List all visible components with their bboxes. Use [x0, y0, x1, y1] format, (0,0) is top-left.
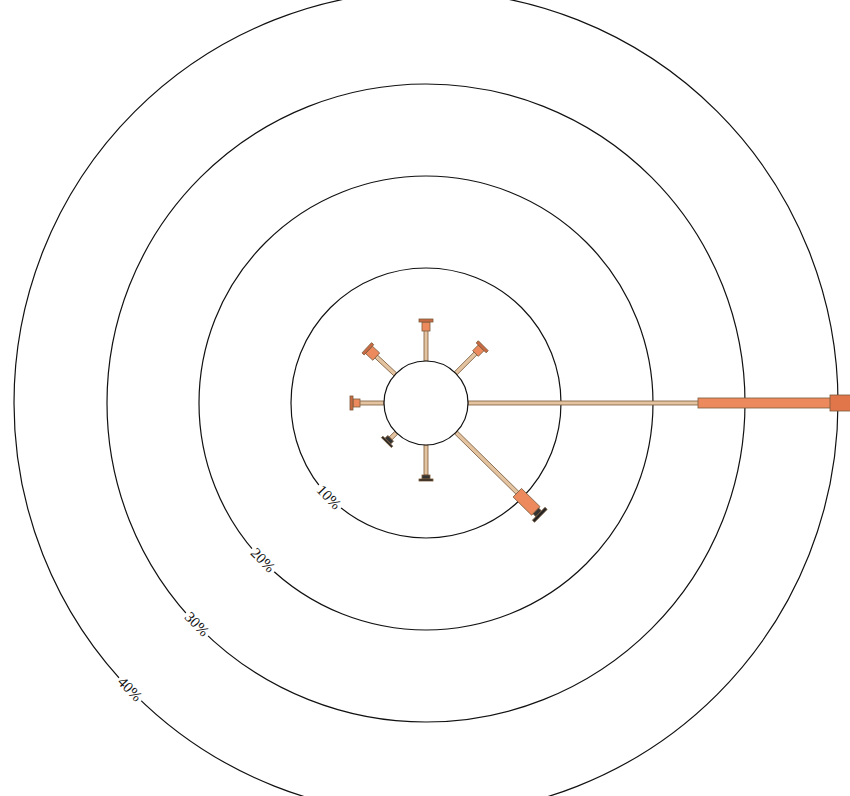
- percentage-label: 10%: [312, 480, 346, 514]
- spokes: [350, 319, 850, 522]
- hub-circle: [384, 361, 468, 445]
- percentage-rings: [14, 0, 838, 796]
